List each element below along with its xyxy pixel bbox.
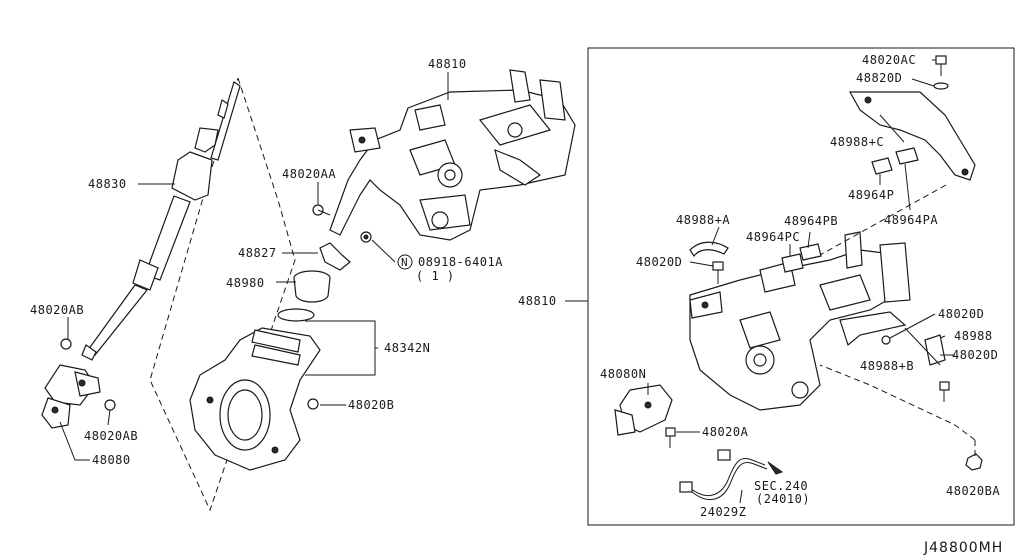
bolt-48020D-c bbox=[939, 381, 950, 402]
label-48020AA: 48020AA bbox=[282, 167, 336, 181]
bushing-48980 bbox=[293, 270, 331, 303]
leader-lines-right bbox=[647, 59, 955, 504]
bracket-48988A bbox=[689, 241, 729, 258]
label-48988: 48988 bbox=[954, 329, 993, 343]
label-48020A: 48020A bbox=[702, 425, 749, 439]
label-SEC240: SEC.240 bbox=[754, 479, 808, 493]
label-48020BA: 48020BA bbox=[946, 484, 1000, 498]
diagram-reference-code: J48800MH bbox=[923, 540, 1003, 556]
nut-08918 bbox=[360, 231, 372, 243]
bolt-48020AA bbox=[312, 204, 331, 216]
bolt-48020D-b bbox=[881, 335, 891, 345]
label-48964PB: 48964PB bbox=[784, 214, 838, 228]
label-48020D-b: 48020D bbox=[938, 307, 984, 321]
label-48020D-a: 48020D bbox=[636, 255, 682, 269]
bracket-48988B bbox=[839, 311, 907, 347]
column-cover-48827 bbox=[319, 242, 351, 271]
bolt-48020A bbox=[665, 427, 676, 448]
label-24029Z: 24029Z bbox=[700, 505, 746, 519]
label-48820D: 48820D bbox=[856, 71, 902, 85]
universal-joint-48080 bbox=[41, 338, 116, 429]
leader-lines-left bbox=[59, 183, 175, 461]
harness-24029Z bbox=[679, 449, 784, 500]
label-48020D-c: 48020D bbox=[952, 348, 998, 362]
boot-seal-48342N bbox=[189, 308, 321, 471]
label-48830: 48830 bbox=[88, 177, 127, 191]
label-48020B: 48020B bbox=[348, 398, 394, 412]
label-48964P: 48964P bbox=[848, 188, 894, 202]
leader-lines-center bbox=[276, 72, 588, 406]
pads-48964 bbox=[781, 147, 919, 273]
label-48810-top: 48810 bbox=[428, 57, 467, 71]
part-number-08918: N 08918-6401A ( 1 ) bbox=[397, 254, 503, 283]
intermediate-shaft bbox=[81, 81, 241, 361]
n-circle-icon bbox=[397, 254, 413, 270]
label-48810-side: 48810 bbox=[518, 294, 557, 308]
universal-joint-48080N bbox=[614, 384, 673, 436]
label-48988C: 48988+C bbox=[830, 135, 884, 149]
steering-column-assembly-detail bbox=[689, 231, 911, 411]
label-48080: 48080 bbox=[92, 453, 131, 467]
label-08918-circle: N bbox=[401, 256, 408, 269]
dashed-assembly-outline-right bbox=[819, 184, 976, 456]
bracket-48988 bbox=[924, 334, 946, 366]
label-48020AB-b: 48020AB bbox=[84, 429, 138, 443]
clip-48020B bbox=[307, 398, 319, 410]
label-08918: 08918-6401A bbox=[418, 255, 503, 269]
label-48964PA: 48964PA bbox=[884, 213, 938, 227]
label-48988A: 48988+A bbox=[676, 213, 730, 227]
label-48020AC: 48020AC bbox=[862, 53, 916, 67]
label-48980: 48980 bbox=[226, 276, 265, 290]
steering-column-assembly-main bbox=[329, 69, 576, 241]
label-48988B: 48988+B bbox=[860, 359, 914, 373]
bolt-48020AC bbox=[935, 55, 947, 76]
label-48020AB-a: 48020AB bbox=[30, 303, 84, 317]
label-48964PC: 48964PC bbox=[746, 230, 800, 244]
label-48827: 48827 bbox=[238, 246, 277, 260]
nut-48020BA bbox=[965, 453, 983, 471]
label-08918-qty: ( 1 ) bbox=[416, 269, 455, 283]
detail-box bbox=[587, 47, 1015, 526]
bolt-48020D-a bbox=[712, 261, 724, 284]
label-48342N: 48342N bbox=[384, 341, 430, 355]
label-48080N: 48080N bbox=[600, 367, 646, 381]
bracket-48988C bbox=[848, 91, 976, 181]
label-SEC240-sub: (24010) bbox=[756, 492, 810, 506]
washer-48820D bbox=[933, 82, 949, 90]
